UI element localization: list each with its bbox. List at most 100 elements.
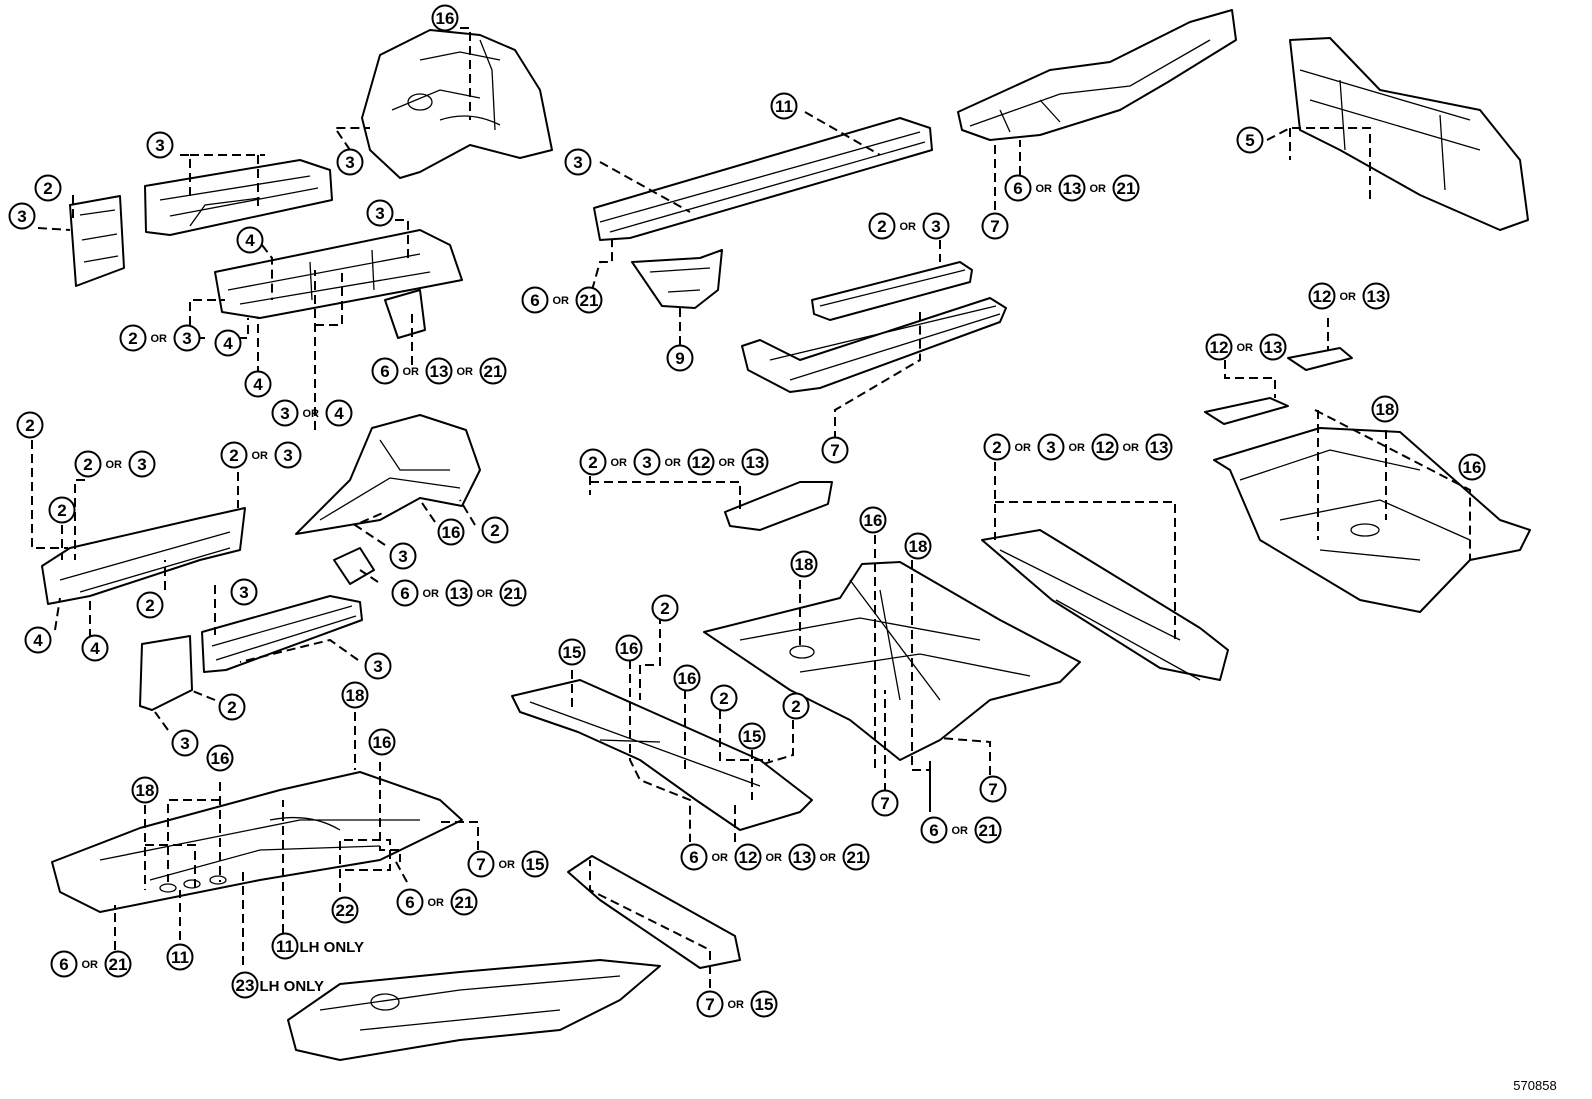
part-number-circle bbox=[231, 971, 259, 999]
part-number-circle bbox=[974, 816, 1002, 844]
or-connector: OR bbox=[303, 408, 320, 420]
part-number-circle bbox=[104, 950, 132, 978]
part-number: 21 bbox=[455, 893, 474, 912]
or-connector: OR bbox=[403, 366, 420, 378]
callout-c29: 2 bbox=[48, 496, 76, 524]
part-number: 3 bbox=[573, 153, 582, 172]
part-rocker-inner bbox=[811, 261, 973, 321]
part-number: 21 bbox=[109, 955, 128, 974]
part-number: 2 bbox=[43, 179, 52, 198]
part-number: 11 bbox=[276, 937, 294, 956]
part-number-circle bbox=[680, 843, 708, 871]
part-dash-panel bbox=[1289, 37, 1529, 231]
part-number-circle bbox=[146, 131, 174, 159]
part-number: 3 bbox=[375, 204, 384, 223]
part-number-circle bbox=[218, 693, 246, 721]
part-number: 3 bbox=[931, 217, 940, 236]
part-number-circle bbox=[131, 776, 159, 804]
or-connector: OR bbox=[665, 457, 682, 469]
part-number: 18 bbox=[1376, 400, 1395, 419]
part-number-circle bbox=[450, 888, 478, 916]
part-number: 11 bbox=[171, 948, 189, 967]
part-number-circle bbox=[244, 370, 272, 398]
or-connector: OR bbox=[1340, 291, 1357, 303]
or-connector: OR bbox=[106, 459, 123, 471]
callout-c62: 22 bbox=[331, 896, 359, 924]
part-number: 16 bbox=[1463, 458, 1482, 477]
part-number-circle bbox=[741, 448, 769, 476]
part-number: 3 bbox=[642, 453, 651, 472]
part-number-circle bbox=[389, 542, 417, 570]
part-reinforcement-small-b bbox=[1204, 397, 1289, 425]
callout-c21: 7 bbox=[821, 436, 849, 464]
part-number: 12 bbox=[1210, 338, 1229, 357]
part-number-circle bbox=[368, 728, 396, 756]
part-number-circle bbox=[1259, 333, 1287, 361]
part-number: 21 bbox=[979, 821, 998, 840]
part-number: 2 bbox=[229, 446, 238, 465]
part-number-circle bbox=[687, 448, 715, 476]
part-floor-tunnel bbox=[287, 855, 741, 1061]
callout-c19: 5 bbox=[1236, 126, 1264, 154]
callout-c44: 18 bbox=[904, 532, 932, 560]
part-number: 7 bbox=[705, 995, 714, 1014]
part-number: 3 bbox=[398, 547, 407, 566]
callout-c02: 3 bbox=[146, 131, 174, 159]
part-number-circle bbox=[1004, 174, 1032, 202]
part-number: 2 bbox=[719, 689, 728, 708]
part-number: 3 bbox=[182, 329, 191, 348]
part-number-circle bbox=[364, 652, 392, 680]
callout-c65: 11 bbox=[166, 943, 194, 971]
part-number-circle bbox=[171, 729, 199, 757]
part-number-circle bbox=[336, 148, 364, 176]
part-front-wheel-house-upper bbox=[361, 29, 553, 179]
part-number: 4 bbox=[90, 639, 100, 658]
or-connector: OR bbox=[457, 366, 474, 378]
part-number: 7 bbox=[476, 855, 485, 874]
part-number: 2 bbox=[227, 698, 236, 717]
callout-c31: 2 bbox=[136, 591, 164, 619]
part-number: 21 bbox=[580, 291, 599, 310]
callout-c58: 16 bbox=[206, 744, 234, 772]
part-number: 16 bbox=[211, 749, 230, 768]
part-number-circle bbox=[136, 591, 164, 619]
or-connector: OR bbox=[1090, 183, 1107, 195]
part-front-floor-cross-member bbox=[511, 679, 813, 831]
part-number-circle bbox=[821, 436, 849, 464]
part-number: 6 bbox=[400, 584, 409, 603]
callout-c06: 3 bbox=[366, 199, 394, 227]
part-number: 4 bbox=[334, 404, 344, 423]
part-number: 12 bbox=[692, 453, 711, 472]
part-number-circle bbox=[738, 722, 766, 750]
part-frame-lower-left bbox=[139, 595, 363, 711]
part-number-circle bbox=[396, 888, 424, 916]
part-reinforcement-small-a bbox=[1287, 347, 1353, 371]
part-number: 16 bbox=[436, 9, 455, 28]
part-number-circle bbox=[1236, 126, 1264, 154]
part-number: 13 bbox=[1367, 287, 1386, 306]
callout-c52: 15 bbox=[738, 722, 766, 750]
or-connector: OR bbox=[1036, 183, 1053, 195]
callout-c34: 16 bbox=[437, 518, 465, 546]
callout-c46: 2 bbox=[651, 594, 679, 622]
part-number-circle bbox=[770, 92, 798, 120]
callout-c53: 7 bbox=[871, 789, 899, 817]
part-number-circle bbox=[445, 579, 473, 607]
part-number: 12 bbox=[739, 848, 758, 867]
part-center-floor-pan bbox=[703, 561, 1081, 761]
callout-c05: 3 bbox=[8, 202, 36, 230]
part-number: 13 bbox=[430, 362, 449, 381]
callout-c32: 4 bbox=[24, 626, 52, 654]
part-number: 3 bbox=[137, 455, 146, 474]
or-connector: OR bbox=[900, 221, 917, 233]
